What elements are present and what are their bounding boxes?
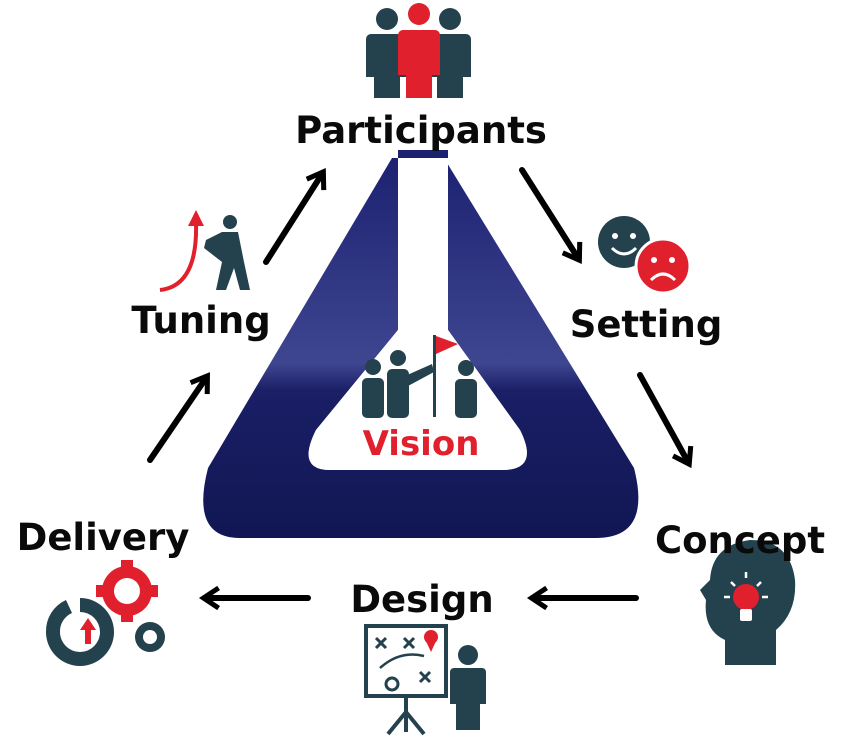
cycle-arrows (147, 167, 694, 611)
tuning-label: Tuning (131, 299, 270, 342)
people-group-icon (366, 3, 471, 98)
team-flag-icon (362, 335, 477, 418)
vision-label: Vision (363, 424, 480, 464)
arrow-participants-to-setting (519, 167, 583, 264)
happy-sad-faces-icon (598, 216, 692, 295)
arrow-tuning-to-participants (263, 168, 327, 265)
person-pushing-growth-arrow-icon (159, 210, 250, 292)
delivery-label: Delivery (17, 516, 190, 559)
arrow-delivery-to-tuning (147, 372, 210, 463)
arrow-setting-to-concept (637, 372, 694, 469)
concept-label: Concept (655, 519, 825, 562)
setting-label: Setting (570, 303, 723, 346)
participants-label: Participants (295, 109, 547, 152)
head-lightbulb-icon (700, 540, 796, 665)
strategy-board-presenter-icon (364, 624, 486, 736)
gears-icon (45, 560, 165, 666)
design-label: Design (350, 578, 493, 621)
